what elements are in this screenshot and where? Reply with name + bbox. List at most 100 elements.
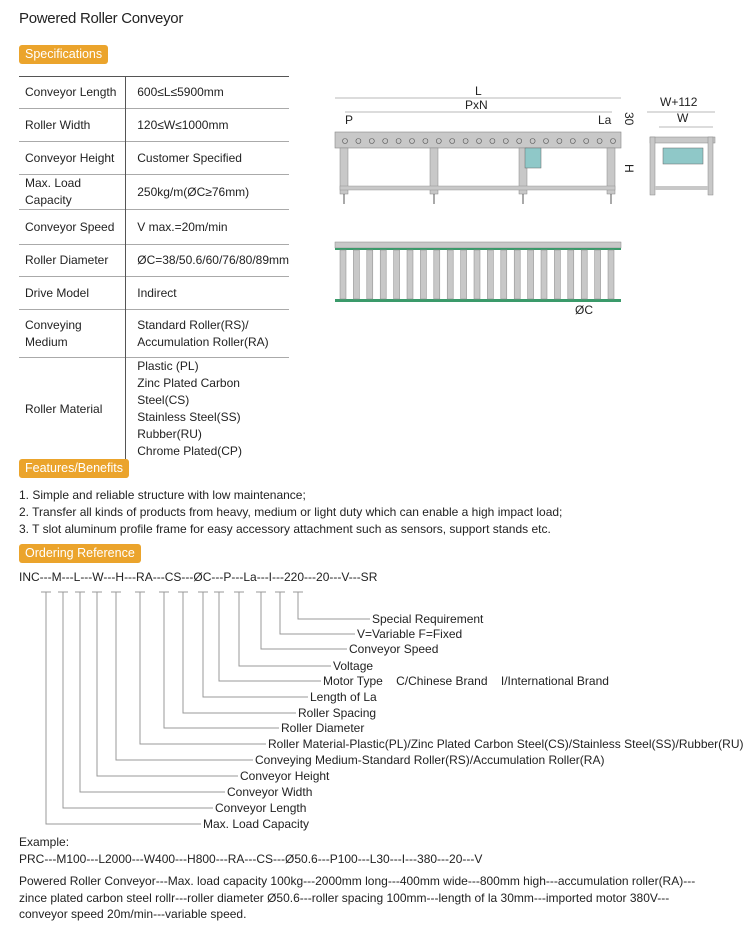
spec-row: Max. Load Capacity 250kg/m(ØC≥76mm) bbox=[19, 174, 289, 210]
roller-top bbox=[487, 249, 494, 300]
roller bbox=[489, 138, 496, 144]
roller-top bbox=[540, 249, 548, 300]
dim-30: 30 bbox=[622, 112, 636, 126]
example-line: zince plated carbon steel rollr---roller… bbox=[19, 890, 670, 905]
spec-value-line: ØC=38/50.6/60/76/80/89mm bbox=[137, 253, 289, 267]
dim-W112: W+112 bbox=[660, 95, 698, 109]
roller-top bbox=[446, 249, 454, 300]
roller bbox=[436, 138, 442, 144]
ordering-label: Conveying Medium-Standard Roller(RS)/Acc… bbox=[255, 753, 605, 767]
side-motor bbox=[662, 147, 704, 165]
roller-top bbox=[366, 249, 374, 300]
roller-top bbox=[339, 249, 347, 300]
spec-value-line: Zinc Plated Carbon Steel(CS) bbox=[137, 376, 240, 407]
ordering-label: Max. Load Capacity bbox=[203, 817, 310, 831]
tree-connector bbox=[79, 592, 225, 793]
spec-value-line: Plastic (PL) bbox=[137, 359, 199, 373]
spec-label: Conveyor Speed bbox=[19, 209, 127, 245]
spec-label: Roller Material bbox=[19, 357, 127, 460]
ordering-label: V=Variable F=Fixed bbox=[357, 627, 463, 641]
feature-item: 3. T slot aluminum profile frame for eas… bbox=[19, 522, 551, 536]
ordering-label: Roller Spacing bbox=[298, 706, 377, 720]
spec-label: Conveying Medium bbox=[19, 309, 127, 358]
spec-row: Roller Diameter ØC=38/50.6/60/76/80/89mm bbox=[19, 244, 289, 277]
ordering-label: Special Requirement bbox=[372, 612, 484, 626]
dim-P: P bbox=[345, 113, 353, 127]
ordering-label: Conveyor Speed bbox=[349, 642, 439, 656]
roller-top bbox=[554, 249, 561, 300]
spec-value: Standard Roller(RS)/Accumulation Roller(… bbox=[125, 309, 289, 358]
spec-value: Indirect bbox=[125, 276, 289, 310]
tree-connector bbox=[218, 592, 321, 682]
roller-top bbox=[594, 249, 601, 300]
example-line: Powered Roller Conveyor---Max. load capa… bbox=[19, 874, 696, 888]
dim-C: ØC bbox=[575, 303, 593, 317]
example-code: PRC---M100---L2000---W400---H800---RA---… bbox=[19, 852, 483, 866]
tree-connector bbox=[96, 592, 238, 777]
roller-top bbox=[420, 249, 427, 300]
feature-item: 1. Simple and reliable structure with lo… bbox=[19, 488, 306, 502]
roller bbox=[503, 138, 509, 144]
roller-top bbox=[353, 249, 360, 300]
roller bbox=[556, 138, 563, 144]
spec-label: Drive Model bbox=[19, 276, 127, 310]
spec-value: ØC=38/50.6/60/76/80/89mm bbox=[125, 244, 289, 277]
ordering-code: INC---M---L---W---H---RA---CS---ØC---P--… bbox=[19, 570, 378, 584]
roller bbox=[368, 138, 375, 144]
example-description: Powered Roller Conveyor---Max. load capa… bbox=[19, 873, 695, 923]
motor bbox=[524, 147, 542, 169]
dim-H: H bbox=[622, 164, 636, 173]
roller bbox=[422, 138, 429, 144]
spec-value-line: 120≤W≤1000mm bbox=[137, 117, 229, 132]
spec-value-line: 250kg/m(ØC≥76mm) bbox=[137, 184, 250, 199]
spec-value: 600≤L≤5900mm bbox=[125, 76, 289, 109]
dim-La: La bbox=[598, 113, 612, 127]
spec-value: 120≤W≤1000mm bbox=[125, 108, 289, 142]
spec-value: V max.=20m/min bbox=[125, 209, 289, 245]
spec-label: Max. Load Capacity bbox=[19, 174, 127, 210]
dim-W: W bbox=[677, 111, 689, 125]
example-label: Example: bbox=[19, 835, 70, 849]
tree-connector bbox=[45, 592, 201, 825]
roller bbox=[596, 138, 603, 144]
tree-connector bbox=[202, 592, 308, 698]
spec-value-line: Rubber(RU) bbox=[137, 427, 202, 441]
ordering-label: Roller Diameter bbox=[281, 721, 365, 735]
roller bbox=[462, 138, 469, 144]
tree-connector bbox=[139, 592, 266, 745]
spec-value-line: Indirect bbox=[137, 285, 177, 300]
roller bbox=[529, 138, 536, 144]
feature-item: 2. Transfer all kinds of products from h… bbox=[19, 505, 563, 519]
roller bbox=[342, 138, 348, 144]
spec-label: Roller Width bbox=[19, 108, 127, 142]
spec-value-line: Chrome Plated(CP) bbox=[137, 444, 242, 458]
features-list: 1. Simple and reliable structure with lo… bbox=[19, 487, 562, 538]
dim-L: L bbox=[475, 84, 482, 98]
roller bbox=[516, 138, 522, 144]
page-title: Powered Roller Conveyor bbox=[19, 10, 184, 27]
dim-PxN: PxN bbox=[465, 98, 488, 112]
spec-value: Customer Specified bbox=[125, 141, 289, 175]
spec-value: Plastic (PL) Zinc Plated Carbon Steel(CS)… bbox=[125, 357, 289, 460]
roller-top bbox=[473, 249, 481, 300]
roller-top bbox=[379, 249, 387, 300]
ordering-label: Voltage bbox=[333, 659, 374, 673]
tree-connector bbox=[182, 592, 296, 714]
tree-connector bbox=[297, 592, 370, 620]
tree-connector bbox=[115, 592, 253, 761]
ordering-label: Motor Type C/Chinese Brand I/Internation… bbox=[323, 674, 609, 688]
roller bbox=[476, 138, 482, 144]
roller-top bbox=[607, 249, 615, 300]
spec-value-line: Stainless Steel(SS) bbox=[137, 410, 241, 424]
tree-connector bbox=[163, 592, 279, 729]
tree-connector bbox=[62, 592, 213, 809]
roller bbox=[395, 138, 402, 144]
ordering-label: Conveyor Width bbox=[227, 785, 313, 799]
spec-label: Roller Diameter bbox=[19, 244, 127, 277]
